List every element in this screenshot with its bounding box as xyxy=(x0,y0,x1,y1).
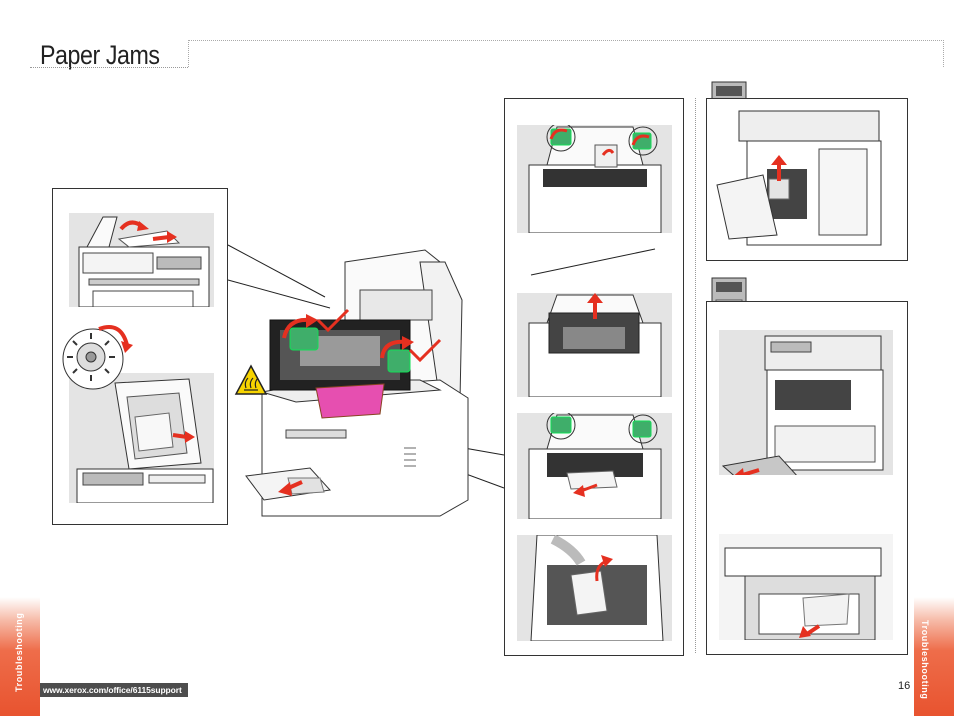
vertical-separator xyxy=(695,98,696,653)
divider-line xyxy=(530,248,656,276)
levers-illustration xyxy=(528,125,662,233)
pull-paper-illustration xyxy=(530,535,664,641)
remove-paper-illustration xyxy=(528,413,662,519)
tray-jam-panel xyxy=(706,301,908,655)
rear-cover-jam-panel xyxy=(706,98,908,261)
adf-open-photo xyxy=(69,213,214,307)
tray-pull-illustration xyxy=(721,335,884,475)
section-tab-left xyxy=(0,597,40,716)
step-pull-paper-photo xyxy=(517,535,672,641)
tray-slot-photo xyxy=(719,534,893,640)
section-tab-left-label: Troubleshooting xyxy=(14,612,24,693)
section-tab-right-label: Troubleshooting xyxy=(920,620,930,700)
step-release-levers-photo xyxy=(517,125,672,233)
page-number: 16 xyxy=(898,680,911,692)
platen-printer-illustration xyxy=(76,378,214,503)
adf-jam-panel xyxy=(52,188,228,525)
tray-slot-illustration xyxy=(719,534,893,640)
gear-knob-icon xyxy=(62,325,133,390)
support-url-link[interactable]: www.xerox.com/office/6115support xyxy=(40,683,188,697)
fuser-jam-panel xyxy=(504,98,684,656)
platen-jam-photo xyxy=(69,373,214,503)
step-remove-paper-photo xyxy=(517,413,672,519)
red-checkmark-icon xyxy=(316,308,350,333)
page-title: Paper Jams xyxy=(40,40,160,70)
section-tab-right xyxy=(914,597,954,716)
red-checkmark-icon xyxy=(408,338,442,363)
tray-pull-out-photo xyxy=(719,330,893,475)
adf-printer-illustration xyxy=(78,216,210,307)
step-lift-drum-photo xyxy=(517,293,672,397)
title-underline xyxy=(30,67,188,68)
lift-drum-illustration xyxy=(528,293,662,397)
rear-cover-illustration xyxy=(716,110,882,246)
title-dotted-frame xyxy=(188,40,944,67)
